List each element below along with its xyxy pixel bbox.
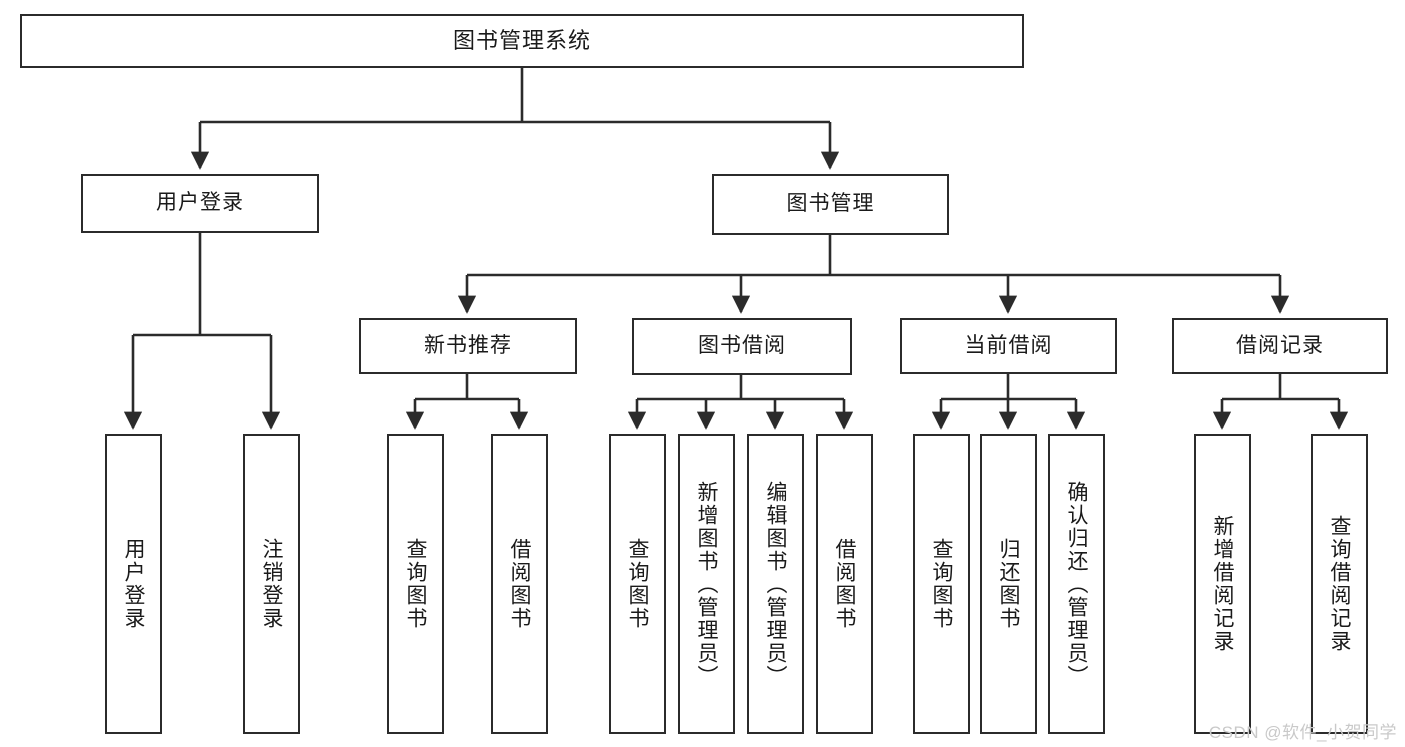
watermark-text: CSDN @软件_小贺同学 bbox=[1208, 723, 1397, 742]
node-leaf-borrow-book-new[interactable]: 借阅图书 bbox=[491, 434, 548, 734]
node-leaf-return-book[interactable]: 归还图书 bbox=[980, 434, 1037, 734]
node-label: 新书推荐 bbox=[424, 333, 512, 357]
node-label: 用户登录 bbox=[122, 538, 146, 630]
node-new-book-recommend[interactable]: 新书推荐 bbox=[359, 318, 577, 374]
node-leaf-user-login[interactable]: 用户登录 bbox=[105, 434, 162, 734]
node-leaf-query-book-new[interactable]: 查询图书 bbox=[387, 434, 444, 734]
node-book-borrow[interactable]: 图书借阅 bbox=[632, 318, 852, 375]
node-leaf-query-book-borrow[interactable]: 查询图书 bbox=[609, 434, 666, 734]
node-leaf-query-borrow-record[interactable]: 查询借阅记录 bbox=[1311, 434, 1368, 734]
node-label: 查询借阅记录 bbox=[1328, 515, 1352, 653]
node-label: 用户登录 bbox=[156, 191, 244, 215]
node-label: 确认归还（管理员） bbox=[1065, 480, 1089, 688]
node-current-borrow[interactable]: 当前借阅 bbox=[900, 318, 1117, 374]
node-leaf-query-book-current[interactable]: 查询图书 bbox=[913, 434, 970, 734]
node-label: 图书管理 bbox=[786, 192, 875, 216]
node-label: 归还图书 bbox=[997, 538, 1021, 630]
node-label: 编辑图书（管理员） bbox=[764, 480, 788, 688]
node-label: 借阅记录 bbox=[1236, 333, 1324, 357]
node-user-login[interactable]: 用户登录 bbox=[81, 174, 319, 233]
node-label: 当前借阅 bbox=[964, 333, 1053, 357]
node-label: 查询图书 bbox=[930, 538, 954, 630]
node-label: 借阅图书 bbox=[508, 538, 532, 630]
node-root-book-management-system[interactable]: 图书管理系统 bbox=[20, 14, 1024, 68]
node-leaf-edit-book-admin[interactable]: 编辑图书（管理员） bbox=[747, 434, 804, 734]
node-label: 新增借阅记录 bbox=[1211, 515, 1235, 653]
node-label: 图书管理系统 bbox=[452, 28, 591, 54]
node-label: 查询图书 bbox=[404, 538, 428, 630]
node-label: 新增图书（管理员） bbox=[695, 480, 719, 688]
node-label: 查询图书 bbox=[626, 538, 650, 630]
node-leaf-add-borrow-record[interactable]: 新增借阅记录 bbox=[1194, 434, 1251, 734]
node-book-management[interactable]: 图书管理 bbox=[712, 174, 949, 235]
node-label: 图书借阅 bbox=[698, 334, 786, 358]
node-borrow-record[interactable]: 借阅记录 bbox=[1172, 318, 1388, 374]
node-label: 借阅图书 bbox=[833, 538, 857, 630]
node-leaf-logout[interactable]: 注销登录 bbox=[243, 434, 300, 734]
node-leaf-add-book-admin[interactable]: 新增图书（管理员） bbox=[678, 434, 735, 734]
node-leaf-confirm-return-admin[interactable]: 确认归还（管理员） bbox=[1048, 434, 1105, 734]
node-label: 注销登录 bbox=[260, 538, 284, 630]
node-leaf-borrow-book[interactable]: 借阅图书 bbox=[816, 434, 873, 734]
